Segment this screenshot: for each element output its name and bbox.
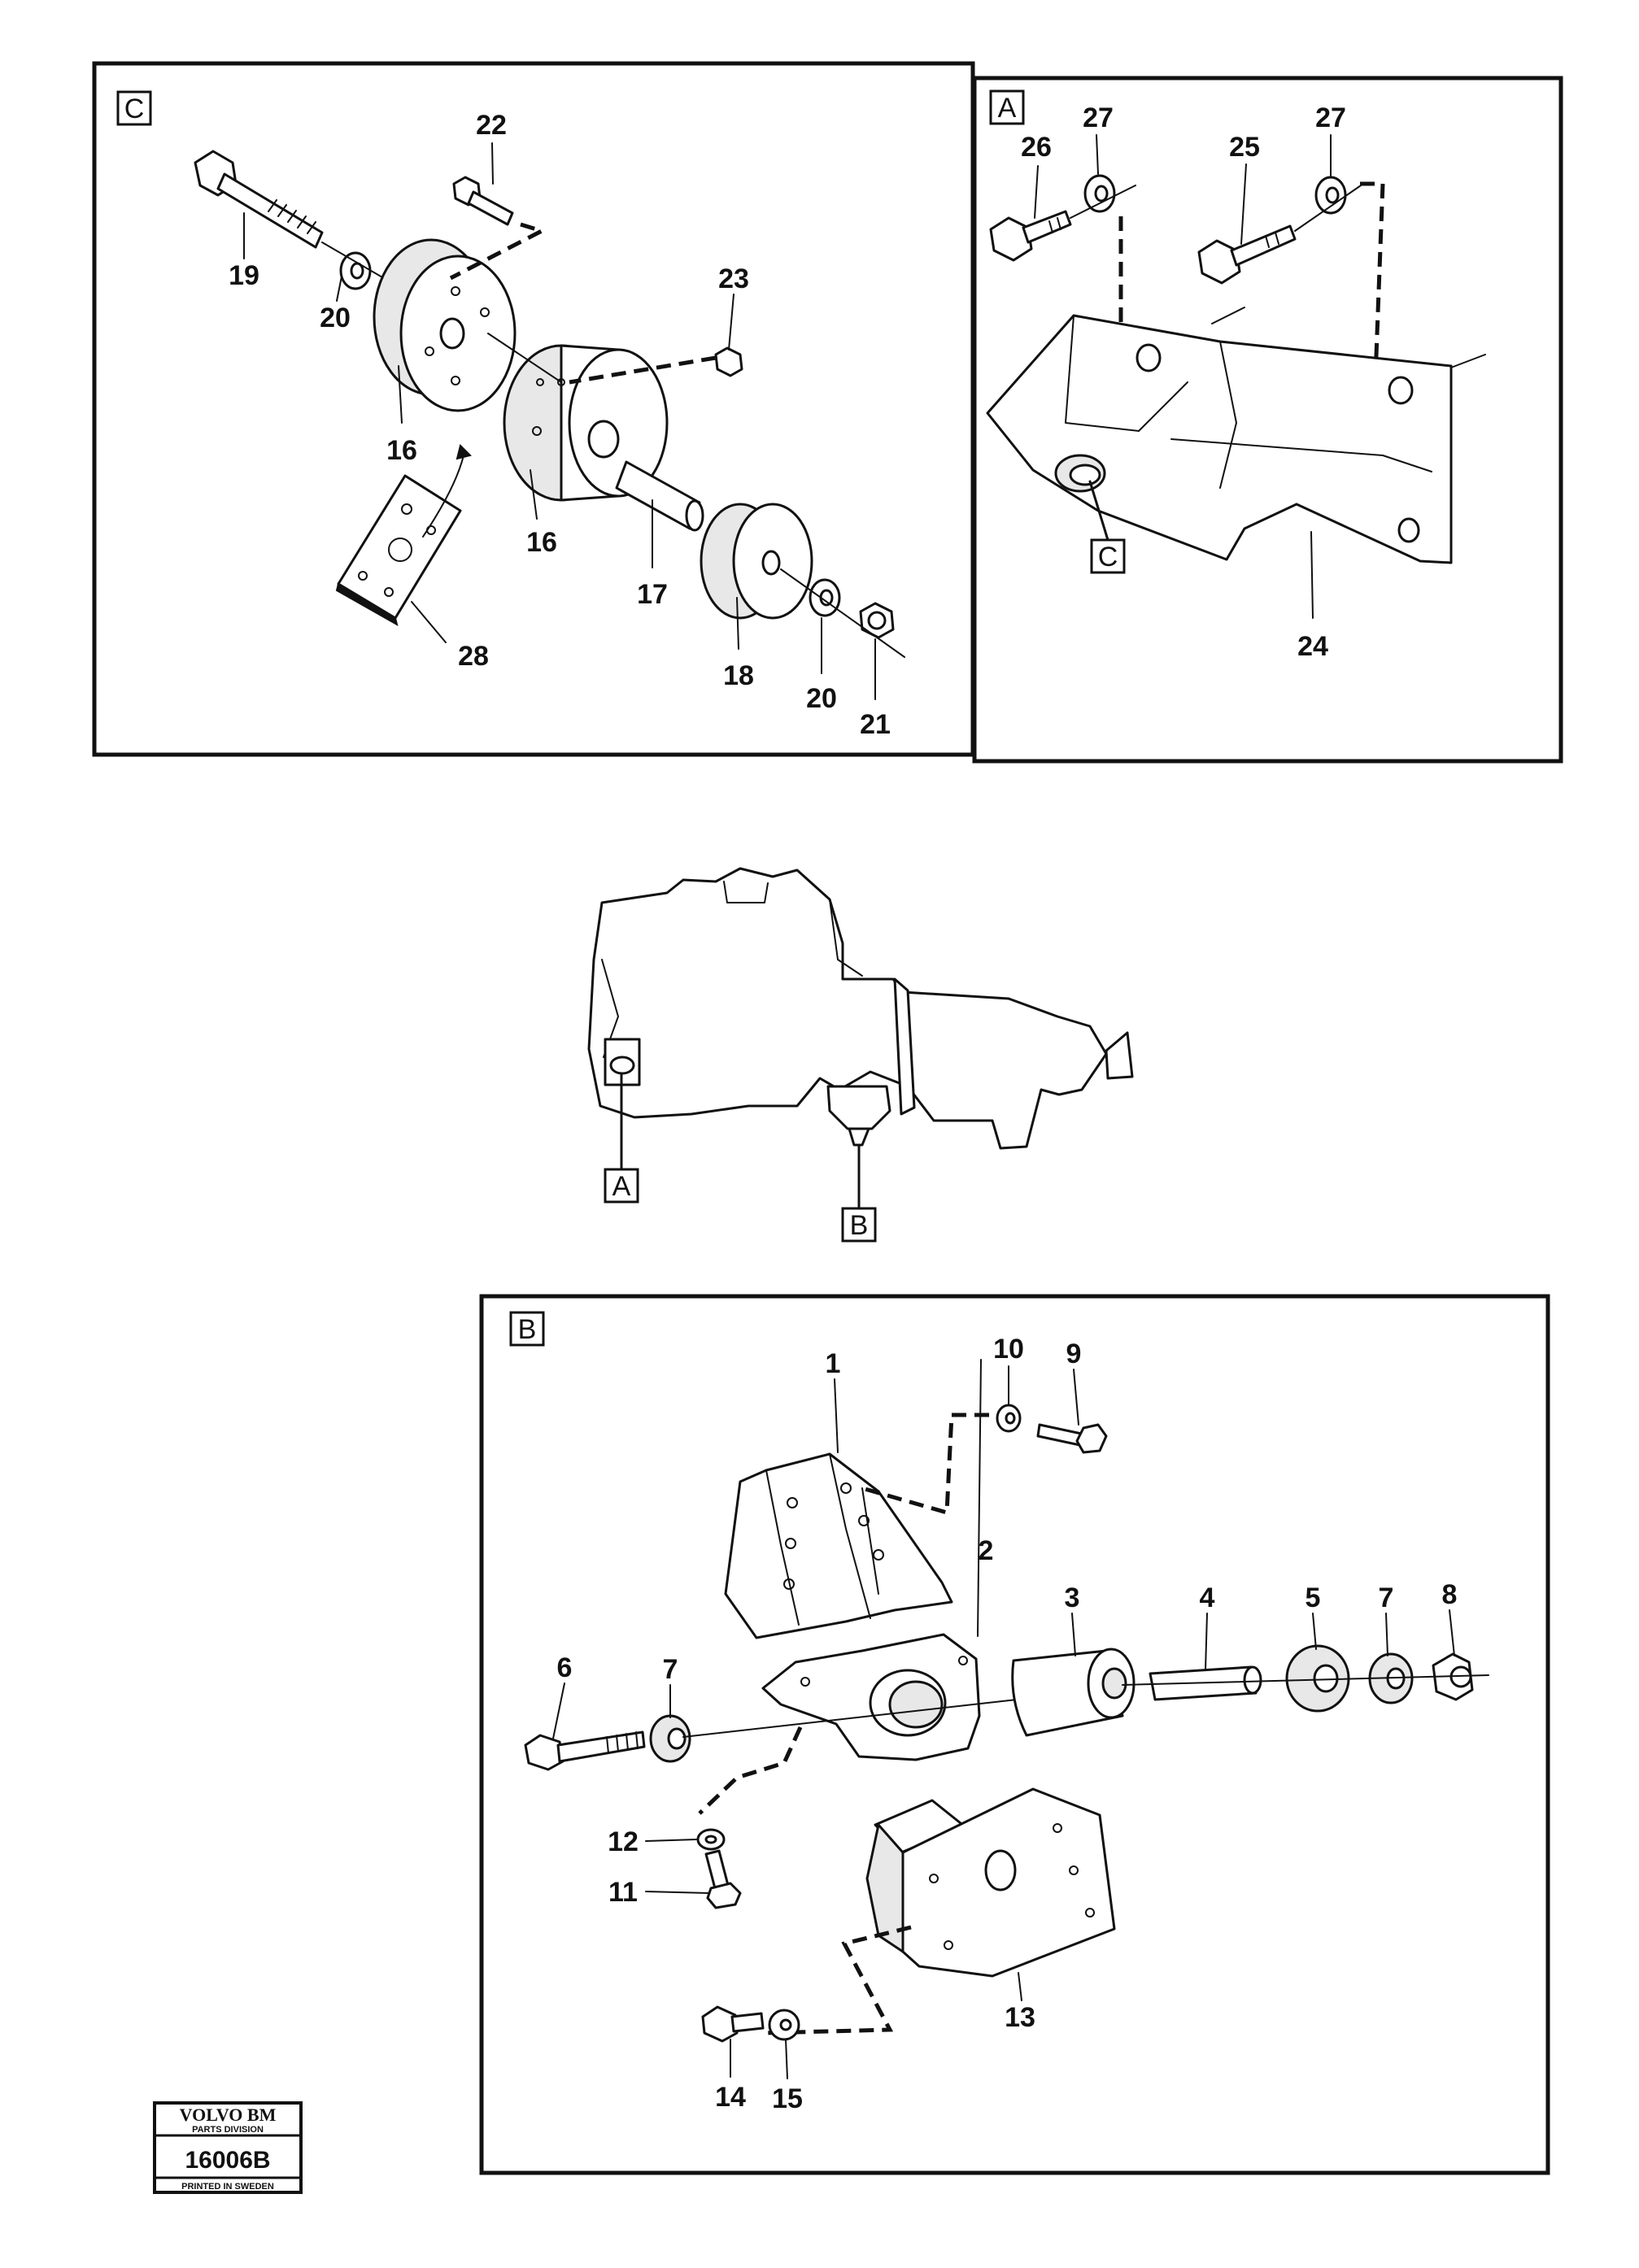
washer-20a xyxy=(339,251,372,290)
callout-17: 17 xyxy=(637,579,668,610)
engine-bracket-24 xyxy=(986,307,1486,564)
callout-7b: 7 xyxy=(1379,1582,1394,1613)
washer-10 xyxy=(996,1404,1022,1433)
bolt-19 xyxy=(194,150,324,249)
washer-27a xyxy=(1083,174,1116,213)
panel-c: C xyxy=(92,61,975,757)
callout-25: 25 xyxy=(1229,132,1260,163)
callout-16b: 16 xyxy=(526,527,557,558)
bolt-26 xyxy=(989,210,1072,262)
washer-12 xyxy=(696,1828,726,1851)
callout-13: 13 xyxy=(1005,2002,1035,2033)
bracket-1 xyxy=(724,1452,953,1639)
callout-10: 10 xyxy=(993,1334,1024,1365)
bushing-3 xyxy=(1011,1648,1136,1737)
spacer-17 xyxy=(615,460,704,532)
callout-3: 3 xyxy=(1065,1582,1080,1613)
panel-b-tag-label: B xyxy=(518,1314,537,1345)
shim-plate-28 xyxy=(335,474,462,627)
transmission-overview: A B xyxy=(587,867,1134,1243)
callout-6: 6 xyxy=(557,1652,573,1683)
overview-ref-a-label: A xyxy=(612,1171,631,1202)
callout-16a: 16 xyxy=(386,435,417,466)
callout-27a: 27 xyxy=(1083,102,1114,133)
logo-division: PARTS DIVISION xyxy=(192,2125,264,2135)
bolt-25 xyxy=(1197,224,1297,285)
callout-21: 21 xyxy=(860,709,891,740)
panel-b-tag: B xyxy=(509,1311,545,1347)
bolt-22 xyxy=(452,176,514,226)
callout-2: 2 xyxy=(979,1535,994,1566)
rubber-mount-16a xyxy=(373,238,517,412)
callout-5: 5 xyxy=(1306,1582,1321,1613)
washer-27b xyxy=(1314,176,1347,215)
panel-a-ref-c-label: C xyxy=(1098,542,1118,572)
callout-27b: 27 xyxy=(1315,102,1346,133)
panel-b: B xyxy=(479,1294,1550,2175)
panel-c-tag-label: C xyxy=(124,94,145,124)
rubber-ring-18 xyxy=(700,503,813,620)
callout-15: 15 xyxy=(772,2083,803,2114)
callout-14: 14 xyxy=(715,2082,746,2113)
washer-20b xyxy=(809,578,841,617)
panel-a-ref-c: C xyxy=(1090,538,1126,574)
callout-8: 8 xyxy=(1442,1579,1458,1610)
nut-23 xyxy=(569,346,743,385)
callout-20a: 20 xyxy=(320,303,351,333)
nut-21 xyxy=(859,602,895,639)
logo-printed: PRINTED IN SWEDEN xyxy=(181,2182,274,2192)
overview-ref-a: A xyxy=(604,1168,639,1204)
bolt-11 xyxy=(704,1849,742,1909)
callout-1: 1 xyxy=(826,1348,841,1379)
volvo-bm-logo: VOLVO BM PARTS DIVISION 16006B PRINTED I… xyxy=(153,2101,303,2194)
panel-a-tag-label: A xyxy=(998,93,1017,124)
overview-ref-b-label: B xyxy=(850,1210,869,1241)
callout-28: 28 xyxy=(458,641,489,672)
bolt-9 xyxy=(1036,1423,1108,1454)
rubber-mount-16b xyxy=(503,344,669,502)
panel-a: A xyxy=(972,76,1563,764)
callout-24: 24 xyxy=(1297,631,1328,662)
logo-brand: VOLVO BM xyxy=(180,2105,277,2125)
logo-code: 16006B xyxy=(185,2147,270,2174)
washer-15 xyxy=(768,2009,800,2041)
callout-11: 11 xyxy=(608,1877,638,1908)
mount-13 xyxy=(865,1787,1116,1978)
callout-23: 23 xyxy=(718,263,749,294)
callout-18: 18 xyxy=(723,660,754,691)
callout-26: 26 xyxy=(1021,132,1052,163)
panel-c-tag: C xyxy=(116,90,152,126)
callout-7a: 7 xyxy=(663,1654,678,1685)
bolt-6 xyxy=(524,1730,646,1771)
bolt-14 xyxy=(701,2005,765,2043)
overview-ref-b: B xyxy=(841,1207,877,1243)
callout-4: 4 xyxy=(1200,1582,1215,1613)
washer-7a xyxy=(649,1714,691,1763)
callout-12: 12 xyxy=(608,1826,639,1857)
panel-a-tag: A xyxy=(989,89,1025,125)
callout-20b: 20 xyxy=(806,683,837,714)
callout-22: 22 xyxy=(476,110,507,141)
callout-9: 9 xyxy=(1066,1339,1082,1369)
callout-19: 19 xyxy=(229,260,259,291)
